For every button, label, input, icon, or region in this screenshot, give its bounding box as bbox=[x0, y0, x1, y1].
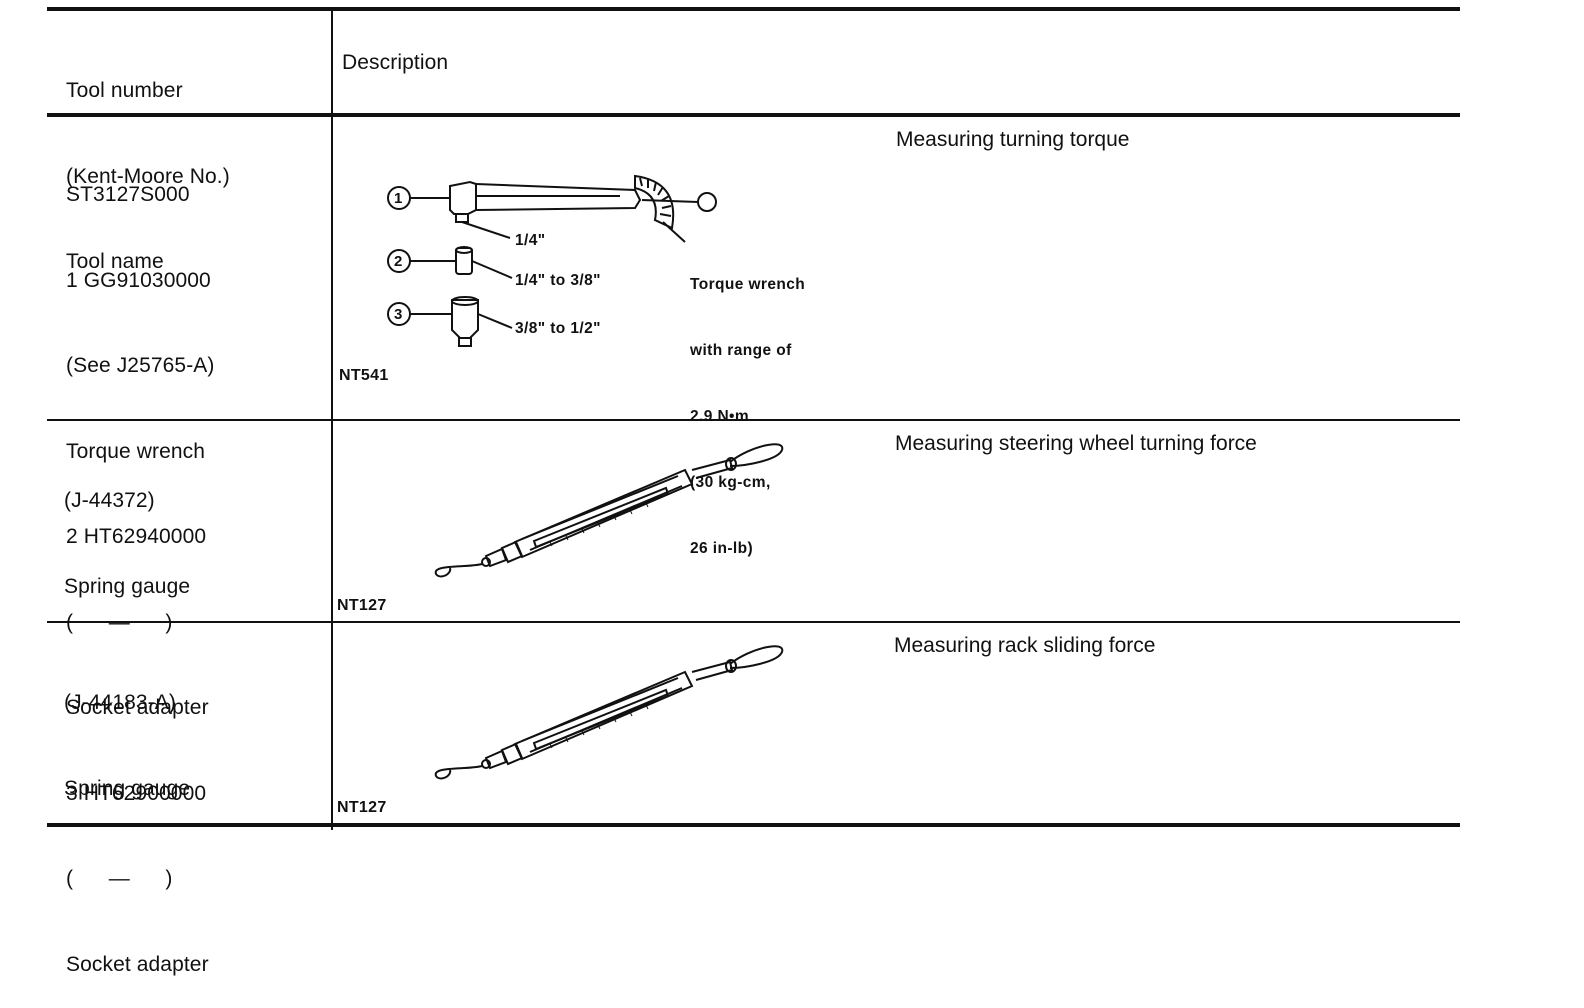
note-line: with range of bbox=[690, 340, 805, 362]
header-line: Tool number bbox=[66, 77, 230, 106]
row-divider bbox=[47, 621, 1460, 623]
tool-line: Spring gauge bbox=[64, 775, 190, 804]
tool-line: Spring gauge bbox=[64, 573, 190, 602]
tool-list-row-3: (J-44183-A) Spring gauge bbox=[64, 632, 190, 832]
tool-line: ST3127S000 bbox=[66, 181, 214, 210]
note-line: 2.9 N•m bbox=[690, 406, 805, 428]
figure-code: NT541 bbox=[339, 367, 389, 385]
figure-code: NT127 bbox=[337, 597, 387, 615]
figure-code: NT127 bbox=[337, 799, 387, 817]
description-row-2: Measuring steering wheel turning force bbox=[895, 430, 1257, 458]
tool-line: 1 GG91030000 bbox=[66, 267, 214, 296]
header-bottom-rule bbox=[47, 113, 1460, 117]
column-divider bbox=[331, 9, 333, 830]
tool-line: (J-44372) bbox=[64, 487, 190, 516]
circle-numeral-3: 3 bbox=[394, 304, 403, 326]
tool-line: Socket adapter bbox=[66, 951, 214, 980]
note-line: Torque wrench bbox=[690, 274, 805, 296]
circle-numeral-2: 2 bbox=[394, 251, 403, 273]
tool-line: (See J25765-A) bbox=[66, 352, 214, 381]
circle-numeral-1: 1 bbox=[394, 188, 403, 210]
header-description: Description bbox=[342, 49, 448, 78]
size-label-3: 3/8" to 1/2" bbox=[515, 318, 601, 340]
tool-line: (J-44183-A) bbox=[64, 689, 190, 718]
size-label-1: 1/4" bbox=[515, 230, 546, 252]
tool-line: ( — ) bbox=[66, 865, 214, 894]
tool-list-row-2: (J-44372) Spring gauge bbox=[64, 430, 190, 630]
description-row-3: Measuring rack sliding force bbox=[894, 632, 1155, 660]
size-label-2: 1/4" to 3/8" bbox=[515, 270, 601, 292]
spring-gauge-illustration bbox=[430, 436, 790, 581]
description-row-1: Measuring turning torque bbox=[896, 126, 1129, 154]
table-top-rule bbox=[47, 7, 1460, 11]
spring-gauge-illustration bbox=[430, 638, 790, 783]
table-bottom-rule bbox=[47, 823, 1460, 827]
